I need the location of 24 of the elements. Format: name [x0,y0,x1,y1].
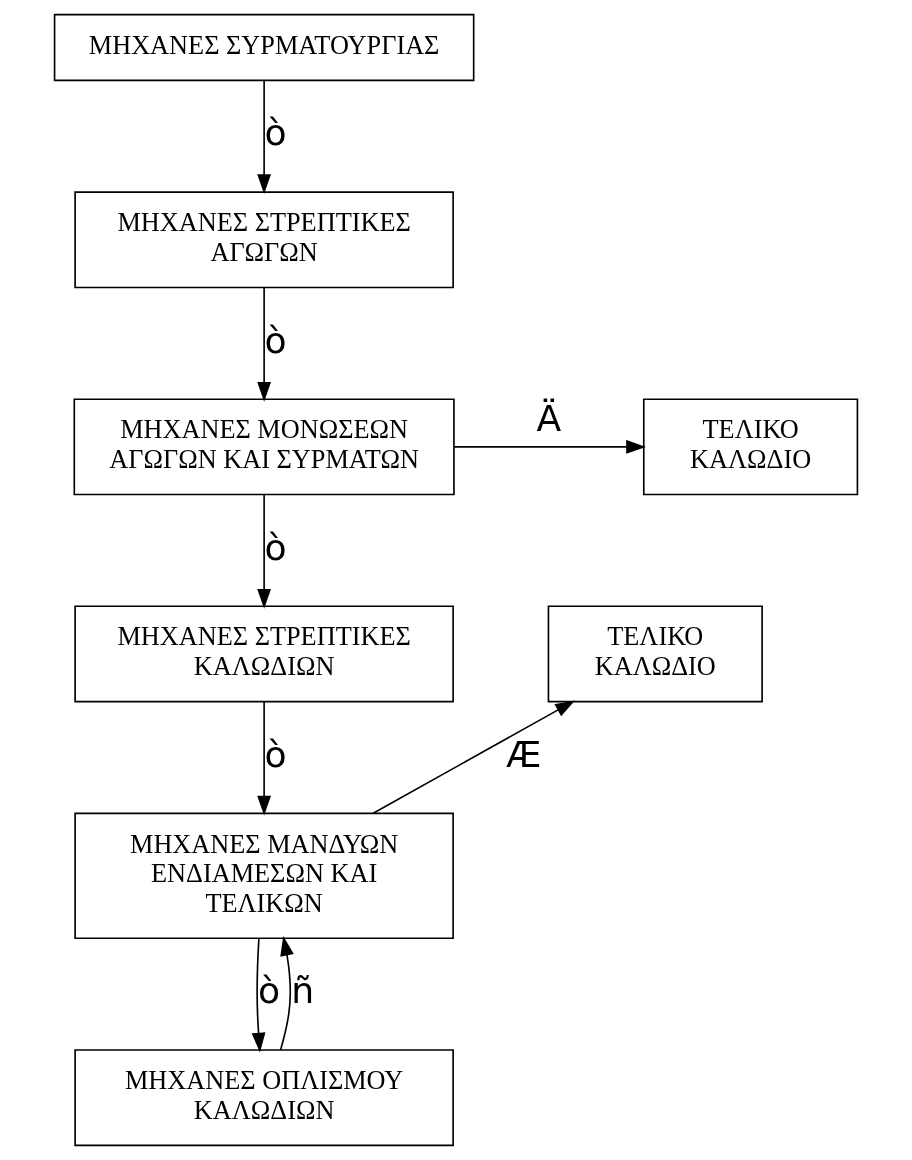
arrow [251,937,266,1053]
arrow [257,493,272,609]
arrow [279,936,294,1051]
edge-label: Æ [506,732,542,776]
arrow [372,700,575,815]
node-box: ΤΕΛΙΚΟ ΚΑΛΩΔΙΟ [642,398,859,496]
arrow [453,439,646,454]
edge-label: ò [257,969,281,1013]
node-box: ΜΗΧΑΝΕΣ ΣΤΡΕΠΤΙΚΕΣ ΚΑΛΩΔΙΩΝ [74,605,454,703]
arrow [257,701,272,816]
edge-label: Ä [536,397,562,441]
node-box: ΤΕΛΙΚΟ ΚΑΛΩΔΙΟ [547,605,763,703]
arrow [257,286,272,402]
edge-label: ò [264,111,287,155]
node-box: ΜΗΧΑΝΕΣ ΜΟΝΩΣΕΩΝ ΑΓΩΓΩΝ ΚΑΙ ΣΥΡΜΑΤΩΝ [73,398,455,496]
edge-label: ñ [291,969,315,1013]
arrow [257,79,272,194]
edge-label: ò [264,318,287,362]
node-box: ΜΗΧΑΝΕΣ ΜΑΝΔΥΩΝ ΕΝΔΙΑΜΕΣΩΝ ΚΑΙ ΤΕΛΙΚΩΝ [74,812,454,940]
node-box: ΜΗΧΑΝΕΣ ΣΥΡΜΑΤΟΥΡΓΙΑΣ [53,13,475,82]
node-box: ΜΗΧΑΝΕΣ ΟΠΛΙΣΜΟΥ ΚΑΛΩΔΙΩΝ [74,1049,454,1147]
edge-label: ò [264,732,287,776]
edge-label: ò [264,525,287,569]
node-box: ΜΗΧΑΝΕΣ ΣΤΡΕΠΤΙΚΕΣ ΑΓΩΓΩΝ [74,191,454,289]
